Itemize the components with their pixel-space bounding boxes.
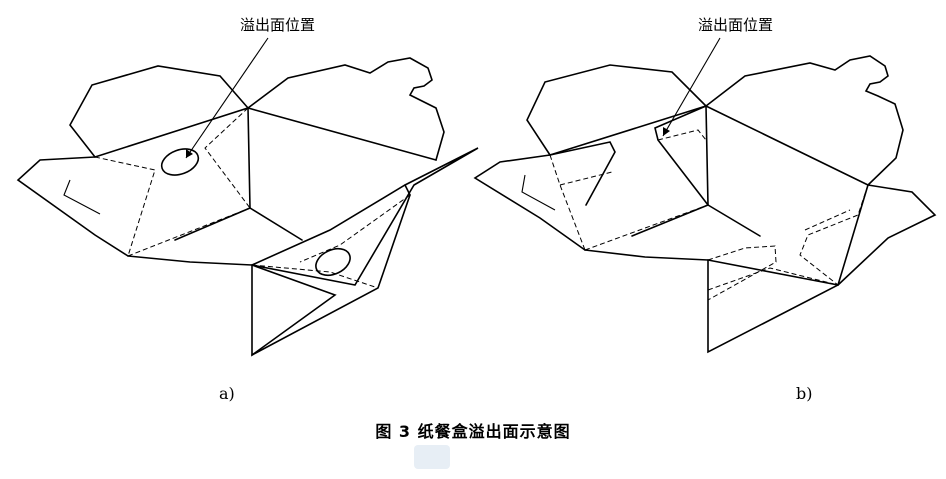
panel-a-overflow-ellipse-2 <box>315 247 351 277</box>
panel-b-left-tab <box>521 174 556 211</box>
figure-caption: 图 3 纸餐盒溢出面示意图 <box>375 422 571 441</box>
panel-a-bottom-right <box>249 207 303 241</box>
panel-a-front-left-wall <box>127 255 253 266</box>
panel-a-bottom-left <box>174 207 251 241</box>
panel-b-fold-dash-4 <box>657 129 707 141</box>
panel-b-leader-arrow <box>663 127 670 136</box>
panel-b-front-right-wall <box>707 259 839 286</box>
panel-a-callout: 溢出面位置 <box>240 16 315 34</box>
panel-b-front-corner <box>707 184 869 354</box>
panel-b-bottom-right <box>707 204 761 237</box>
panel-b-fold-dash-7 <box>799 184 869 286</box>
panel-b-callout: 溢出面位置 <box>698 16 773 34</box>
panel-b-back-inner-flap <box>654 105 709 206</box>
panel-b-right-flap <box>837 184 937 286</box>
panel-a-sublabel: a) <box>219 384 235 403</box>
panel-b-left-flap <box>473 154 586 251</box>
panel-b-fold-dash-2 <box>559 171 613 186</box>
panel-a-fold-dash-2 <box>127 207 251 257</box>
panel-a-right-flap-hinge <box>404 184 411 196</box>
panel-a-leader-line <box>185 37 269 159</box>
panel-a-overflow-ellipse-1 <box>160 148 200 176</box>
panel-a-fold-dash-4 <box>251 264 379 289</box>
panel-b-drawing: 溢出面位置 <box>473 16 937 354</box>
panel-b-bottom-left <box>631 204 709 237</box>
panel-a-right-flap <box>251 147 479 286</box>
panel-b-front-left-wall <box>584 249 709 261</box>
panel-b-fold-dash-5 <box>707 245 777 301</box>
panel-b-back-right-flap <box>705 55 904 186</box>
panel-b-sublabel: b) <box>796 384 813 403</box>
panel-b-rim <box>549 105 869 186</box>
panel-a-left-flap <box>16 156 129 257</box>
panel-a-leader-arrow <box>186 149 193 158</box>
panel-a-left-tab <box>63 179 101 215</box>
panel-b-leader-line <box>662 37 721 137</box>
panel-a-back-edge <box>247 107 251 209</box>
panel-a-fold-dash-3 <box>204 107 251 209</box>
panel-b-back-left-flap <box>526 64 707 156</box>
panel-a-back-left-flap <box>69 65 249 158</box>
watermark-logo <box>414 445 450 469</box>
panel-b-left-inner-flap <box>549 141 616 206</box>
panel-b-back-edge <box>705 105 709 206</box>
panel-b-fold-dash-3 <box>584 204 709 251</box>
panel-a-fold-dash-5 <box>299 194 411 263</box>
panel-a-fold-dash-1 <box>94 156 156 257</box>
panel-a-rim <box>94 107 437 161</box>
panel-a-front-corner <box>251 264 337 357</box>
panel-b-fold-dash-1 <box>549 154 586 251</box>
panel-a-back-right-flap <box>247 57 445 161</box>
panel-a-drawing: 溢出面位置 <box>16 16 479 357</box>
panel-b-fold-dash-6 <box>707 267 839 291</box>
panel-b-fold-dash-8 <box>804 209 851 231</box>
